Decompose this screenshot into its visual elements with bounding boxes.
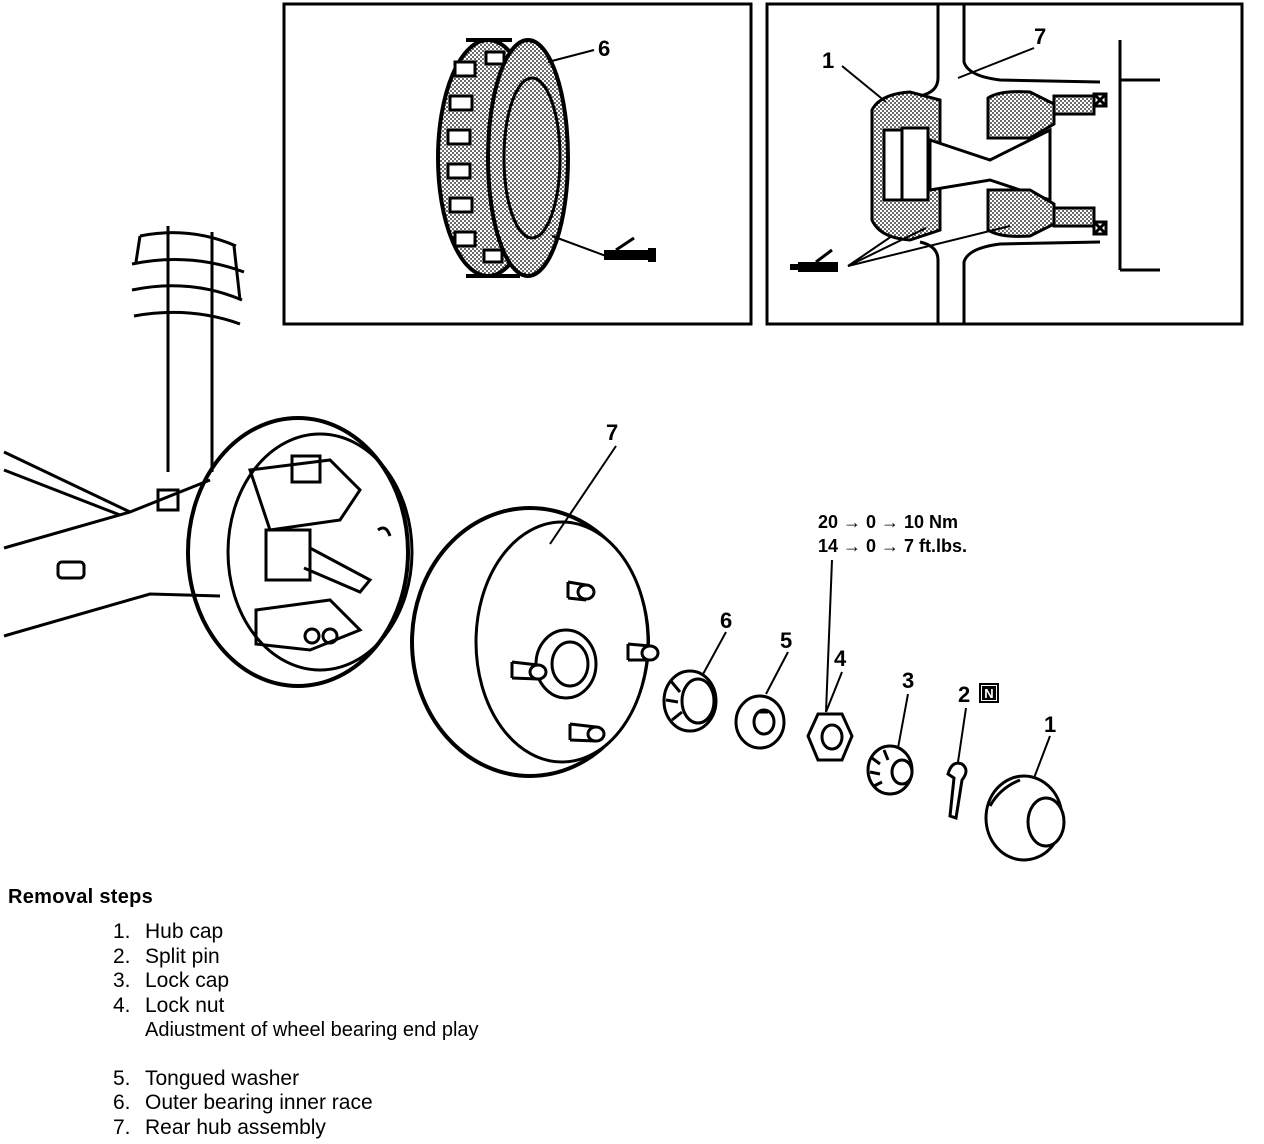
- step-item: 5.Tongued washer: [113, 1066, 300, 1090]
- bearing-detail-inset: 6: [282, 2, 753, 326]
- step-item: 3.Lock cap: [113, 969, 230, 992]
- exploded-view-diagram: 6 1 7: [3, 2, 1244, 862]
- callout-4: 4: [834, 646, 847, 671]
- grease-gun-icon: [604, 236, 656, 262]
- callout-6-inset: 6: [598, 36, 610, 61]
- callout-7: 7: [606, 420, 618, 445]
- rear-hub-drum: [410, 506, 660, 778]
- lock-cap: [866, 744, 914, 796]
- grease-gun-icon: [790, 248, 838, 272]
- hub-cap: [984, 774, 1066, 862]
- callout-6: 6: [720, 608, 732, 633]
- callout-1-inset: 1: [822, 48, 834, 73]
- removal-steps-title: Removal steps: [8, 886, 154, 908]
- callout-2: 2: [958, 682, 970, 707]
- new-part-icon: N: [979, 683, 999, 703]
- new-part-mark: N: [984, 686, 993, 701]
- step-item: 1.Hub cap: [113, 920, 224, 943]
- bearing-drawing: [436, 38, 570, 278]
- step-item: 7.Rear hub assembly: [113, 1115, 326, 1139]
- hub-section-inset: 1 7: [765, 2, 1244, 326]
- removal-steps-list: 1.Hub cap 2.Split pin 3.Lock cap 4.Lock …: [113, 920, 479, 1140]
- torque-ftlbs: 14 → 0 → 7 ft.lbs.: [818, 536, 967, 556]
- step-item: 4.Lock nut: [113, 993, 225, 1017]
- lock-nut: [806, 712, 854, 762]
- torque-nm: 20 → 0 → 10 Nm: [818, 512, 958, 532]
- callout-5: 5: [780, 628, 792, 653]
- callout-1: 1: [1044, 712, 1056, 737]
- callout-3: 3: [902, 668, 914, 693]
- tongued-washer: [734, 694, 786, 750]
- hub-section-drawing: [870, 4, 1160, 324]
- outer-bearing: [662, 669, 718, 733]
- suspension-and-backing-plate: [3, 226, 414, 688]
- step-item: 2.Split pin: [113, 944, 220, 968]
- callout-7-inset: 7: [1034, 24, 1046, 49]
- step-subnote: Adiustment of wheel bearing end play: [145, 1019, 479, 1041]
- step-item: 6.Outer bearing inner race: [113, 1091, 373, 1114]
- split-pin: [946, 761, 968, 820]
